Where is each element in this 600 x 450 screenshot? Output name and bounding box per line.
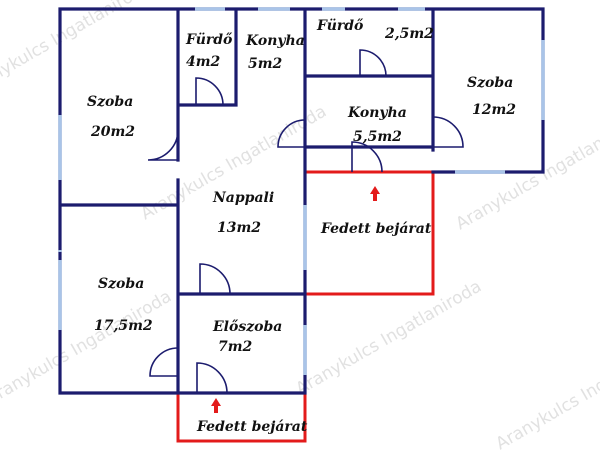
room-area: 17,5m2 bbox=[94, 318, 153, 334]
room-name: Fürdő bbox=[316, 18, 364, 34]
arrow-up-icon bbox=[370, 186, 380, 201]
room-area: 12m2 bbox=[472, 102, 516, 118]
door-swing bbox=[277, 119, 306, 148]
door-swing bbox=[196, 362, 228, 394]
room-name: Konyha bbox=[347, 105, 407, 121]
room-name: Szoba bbox=[87, 94, 133, 110]
room-name: Előszoba bbox=[212, 319, 282, 335]
room-name: Fürdő bbox=[185, 32, 233, 48]
watermark-text: Aranykulcs Ingatlaniroda bbox=[493, 332, 600, 450]
room-area: 2,5m2 bbox=[384, 26, 434, 42]
room-area: 13m2 bbox=[217, 220, 261, 236]
watermark-text: Aranykulcs Ingatlaniroda bbox=[0, 0, 155, 99]
door-swing bbox=[147, 129, 179, 161]
south-entrance-outline bbox=[176, 393, 307, 443]
door-swing bbox=[351, 141, 383, 173]
arrow-up-icon bbox=[211, 398, 221, 413]
entrance-arrows bbox=[211, 186, 380, 413]
door-swing bbox=[359, 49, 387, 77]
covered-entrance-outlines bbox=[176, 170, 435, 443]
east-entrance-outline bbox=[305, 170, 435, 296]
room-area: 5,5m2 bbox=[353, 129, 402, 145]
room-name: Szoba bbox=[98, 276, 144, 292]
room-area: 7m2 bbox=[218, 339, 253, 355]
entrance-label-east: Fedett bejárat bbox=[320, 221, 432, 237]
windows bbox=[58, 7, 545, 375]
room-name: Szoba bbox=[467, 75, 513, 91]
wall-segments bbox=[58, 7, 545, 395]
room-area: 4m2 bbox=[186, 54, 221, 70]
room-area: 5m2 bbox=[248, 56, 283, 72]
doors bbox=[147, 49, 464, 394]
door-swing bbox=[195, 77, 224, 106]
door-swing bbox=[432, 116, 464, 148]
entrance-label-south: Fedett bejárat bbox=[196, 419, 308, 435]
room-name: Konyha bbox=[245, 33, 305, 49]
door-swing bbox=[149, 347, 179, 377]
room-area: 20m2 bbox=[90, 124, 135, 140]
watermark-text: Aranykulcs Ingatlaniroda bbox=[0, 287, 175, 410]
room-name: Nappali bbox=[212, 190, 274, 206]
door-swing bbox=[199, 263, 231, 295]
walls bbox=[58, 7, 545, 395]
room-labels: Szoba 20m2 Fürdő 4m2 Konyha 5m2 Fürdő 2,… bbox=[87, 18, 516, 435]
